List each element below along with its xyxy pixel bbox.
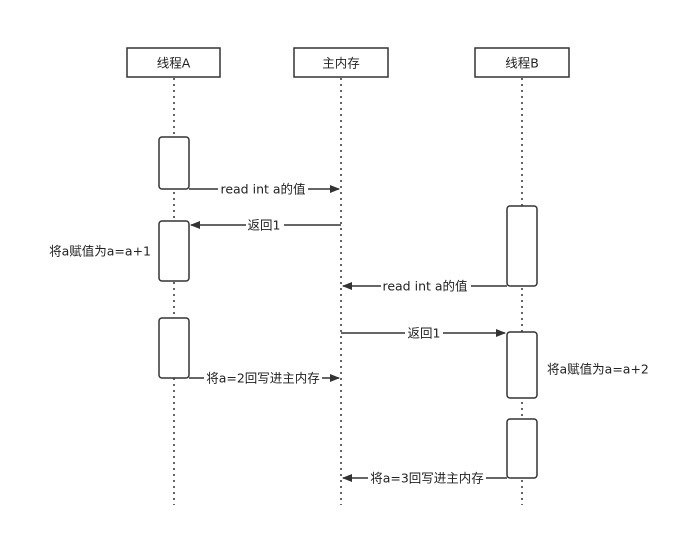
message-read-b-label: read int a的值 xyxy=(382,279,467,294)
message-return-b: 返回1 xyxy=(341,326,506,341)
activation-a-2 xyxy=(158,220,190,282)
activation-b-1 xyxy=(506,205,538,287)
participant-thread-a: 线程A xyxy=(126,47,221,78)
message-read-b: read int a的值 xyxy=(342,279,507,294)
activation-a-1 xyxy=(158,136,190,190)
participant-thread-a-label: 线程A xyxy=(157,56,191,71)
activation-b-2 xyxy=(506,331,538,399)
message-writeback-b-label: 将a=3回写进主内存 xyxy=(370,471,484,486)
participant-thread-b: 线程B xyxy=(474,47,570,78)
message-return-a: 返回1 xyxy=(190,218,341,233)
message-return-a-label: 返回1 xyxy=(248,218,281,233)
participant-main-memory-label: 主内存 xyxy=(322,56,360,71)
message-read-a: read int a的值 xyxy=(189,182,340,197)
note-assign-b: 将a赋值为a=a+2 xyxy=(547,362,649,377)
participant-thread-b-label: 线程B xyxy=(505,56,539,71)
message-read-a-label: read int a的值 xyxy=(220,182,305,197)
participant-main-memory: 主内存 xyxy=(293,47,389,78)
activation-b-3 xyxy=(506,418,538,479)
message-writeback-a: 将a=2回写进主内存 xyxy=(189,371,340,386)
message-writeback-b: 将a=3回写进主内存 xyxy=(342,471,507,486)
message-writeback-a-label: 将a=2回写进主内存 xyxy=(206,371,320,386)
note-assign-a: 将a赋值为a=a+1 xyxy=(49,244,151,259)
message-return-b-label: 返回1 xyxy=(408,326,441,341)
activation-a-3 xyxy=(158,317,190,379)
